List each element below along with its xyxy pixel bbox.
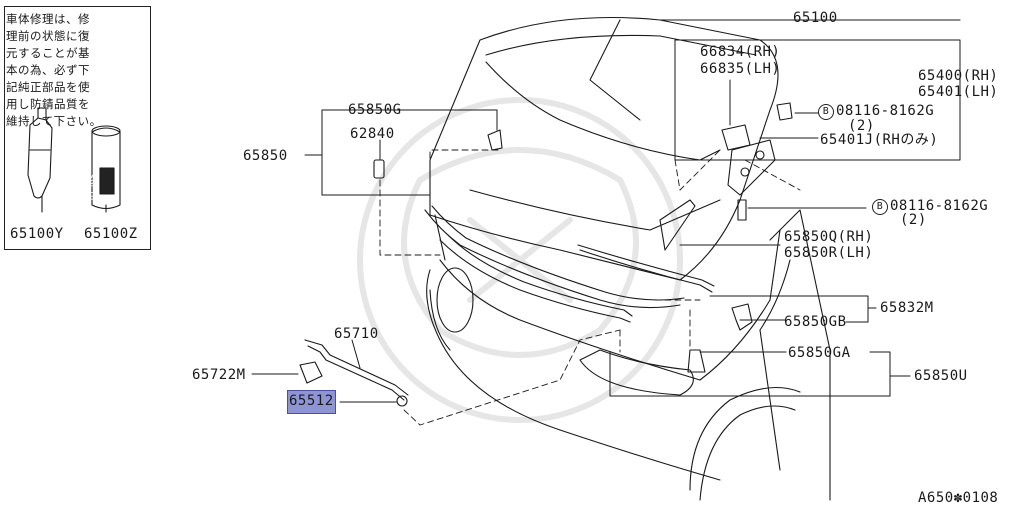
can-label: SOLID xyxy=(87,174,96,201)
figure-code: A650✽0108 xyxy=(918,490,999,506)
part-65832M[interactable]: 65832M xyxy=(880,300,934,316)
note-line-6: 用し防錆品質を xyxy=(6,97,90,111)
hinge-assembly xyxy=(721,102,793,221)
instruction-note-box xyxy=(4,6,151,250)
part-66835[interactable]: 66835(LH) xyxy=(700,61,781,77)
body-front xyxy=(426,209,831,501)
tube-icon xyxy=(27,107,53,213)
watermark xyxy=(357,97,683,423)
can-icon xyxy=(91,125,121,213)
seal-65850Q xyxy=(577,199,715,293)
note-line-3: 元することが基 xyxy=(6,46,90,60)
bolt-upper-qty: (2) xyxy=(848,118,875,134)
part-65850R[interactable]: 65850R(LH) xyxy=(784,245,874,261)
callout-brackets xyxy=(251,19,961,403)
part-65850[interactable]: 65850 xyxy=(243,148,288,164)
part-65100Y[interactable]: 65100Y xyxy=(10,226,64,242)
bolt-upper-number: 08116-8162G xyxy=(836,103,935,119)
note-line-1: 車体修理は、修 xyxy=(6,12,90,26)
part-65401[interactable]: 65401(LH) xyxy=(918,84,999,100)
part-66834[interactable]: 66834(RH) xyxy=(700,44,781,60)
part-65850U[interactable]: 65850U xyxy=(914,368,968,384)
note-line-5: 記純正部品を使 xyxy=(6,80,90,94)
hood-outline xyxy=(429,17,779,281)
weatherstrip-65850 xyxy=(424,205,685,323)
dashed-guides xyxy=(379,149,801,426)
part-65400[interactable]: 65400(RH) xyxy=(918,68,999,84)
bolt-mark-icon: B xyxy=(818,104,834,120)
part-65710[interactable]: 65710 xyxy=(334,326,379,342)
bolt-lower-qty: (2) xyxy=(900,212,927,228)
part-62840[interactable]: 62840 xyxy=(350,126,395,142)
support-rod-65710 xyxy=(299,339,409,407)
part-65100Z[interactable]: 65100Z xyxy=(84,226,138,242)
bolt-lower-number: 08116-8162G xyxy=(890,198,989,214)
part-65850GA[interactable]: 65850GA xyxy=(788,345,851,361)
clips xyxy=(373,129,753,373)
note-line-7: 維持して下さい。 xyxy=(6,114,102,128)
note-line-2: 理前の状態に復 xyxy=(6,29,90,43)
note-line-4: 本の為、必ず下 xyxy=(6,63,90,77)
part-65401J[interactable]: 65401J(RHのみ) xyxy=(820,132,939,148)
part-65850GB[interactable]: 65850GB xyxy=(784,314,847,330)
bolt-mark-icon: B xyxy=(872,199,888,215)
part-65512-highlighted[interactable]: 65512 xyxy=(287,390,336,414)
part-65100[interactable]: 65100 xyxy=(793,10,838,26)
part-65850G[interactable]: 65850G xyxy=(348,102,402,118)
part-65850Q[interactable]: 65850Q(RH) xyxy=(784,229,874,245)
part-65722M[interactable]: 65722M xyxy=(192,367,246,383)
